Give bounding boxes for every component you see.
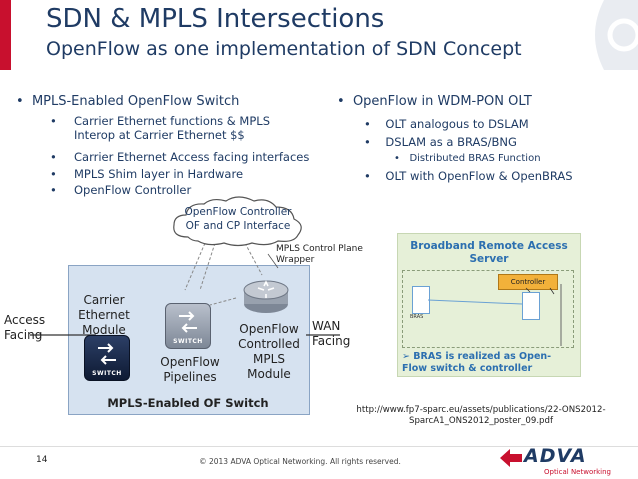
adva-logo-sub: Optical Networking [544, 468, 612, 476]
slide-title: SDN & MPLS Intersections [46, 4, 385, 34]
right-item-2: • DSLAM as a BRAS/BNG [364, 135, 517, 149]
wan-facing-label: WAN Facing [312, 319, 351, 348]
reference-url[interactable]: http://www.fp7-sparc.eu/assets/publicati… [356, 405, 606, 426]
inset-caption: ➢ BRAS is realized as Open-Flow switch &… [402, 351, 552, 374]
adva-corner-icon [595, 0, 638, 70]
cloud-icon [173, 196, 302, 247]
left-item-1: • Carrier Ethernet functions & MPLS Inte… [50, 114, 270, 142]
left-item-3: • MPLS Shim layer in Hardware [50, 167, 244, 181]
left-item-4: • OpenFlow Controller [50, 183, 192, 197]
mpls-switch-caption: MPLS-Enabled OF Switch [107, 396, 269, 410]
openflow-pipeline-switch-icon: SWITCH [165, 303, 211, 349]
right-item-1: • OLT analogous to DSLAM [364, 117, 529, 131]
mpls-cp-wrapper-label: MPLS Control Plane Wrapper [276, 244, 363, 265]
inset-frame [402, 270, 574, 348]
brand-accent-bar [0, 0, 11, 70]
inset-switch-box [522, 292, 540, 320]
bras-inset: Broadband Remote Access Server Controlle… [397, 233, 581, 377]
access-facing-label: Access Facing [4, 313, 46, 342]
openflow-pipelines-label: OpenFlow Pipelines [160, 355, 220, 384]
left-heading: • MPLS-Enabled OpenFlow Switch [16, 94, 240, 109]
cloud-text: OpenFlow Controller OF and CP Interface [184, 206, 292, 232]
inset-title: Broadband Remote Access Server [410, 240, 568, 265]
openflow-controlled-mpls-label: OpenFlow Controlled MPLS Module [238, 322, 300, 381]
right-heading: • OpenFlow in WDM-PON OLT [337, 94, 532, 109]
adva-logo-text: ADVA [524, 445, 587, 467]
carrier-ethernet-module-label: Carrier Ethernet Module [78, 293, 130, 337]
right-subitem: • Distributed BRAS Function [394, 153, 541, 164]
router-icon [243, 280, 289, 313]
page-number: 14 [36, 455, 48, 465]
inset-links [427, 284, 562, 346]
inset-bras-label: BRAS [410, 314, 424, 320]
slide-subtitle: OpenFlow as one implementation of SDN Co… [46, 38, 522, 60]
copyright: © 2013 ADVA Optical Networking. All righ… [199, 457, 401, 466]
left-item-2: • Carrier Ethernet Access facing interfa… [50, 150, 310, 164]
carrier-ethernet-switch-icon: SWITCH [84, 335, 130, 381]
footer-divider [0, 446, 638, 447]
adva-logo-icon: ADVA Optical Networking [500, 445, 620, 477]
right-item-3: • OLT with OpenFlow & OpenBRAS [364, 169, 573, 183]
